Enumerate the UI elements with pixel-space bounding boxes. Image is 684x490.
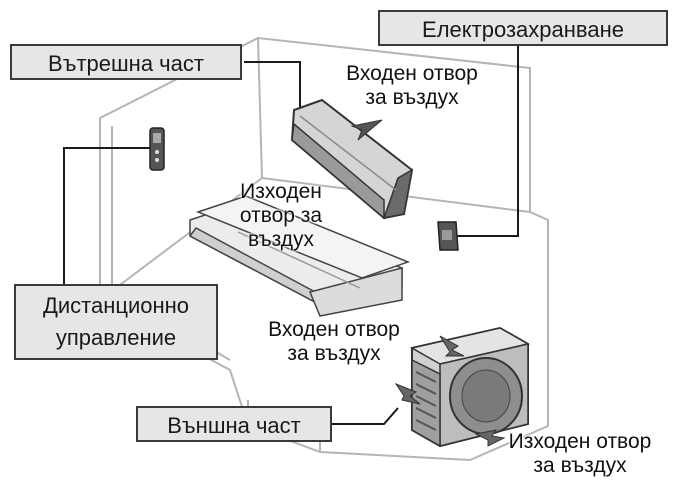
- indoor-outlet-airflow: [188, 195, 411, 317]
- outdoor-air-inlet-note: Входен отвор за въздух: [236, 318, 432, 366]
- outdoor-condenser-unit-icon: [409, 326, 531, 448]
- remote-control-holder-icon: [149, 127, 165, 171]
- outdoor-air-outlet-line1: Изходен отвор: [508, 430, 652, 453]
- indoor-air-inlet-note: Входен отвор за въздух: [314, 62, 510, 110]
- indoor-air-outlet-line1: Изходен: [240, 180, 322, 203]
- outdoor-air-inlet-line1: Входен отвор: [268, 318, 400, 341]
- outdoor-unit-label: Външна част: [136, 406, 332, 442]
- remote-control-label: Дистанционно управление: [14, 284, 218, 360]
- indoor-air-inlet-line1: Входен отвор: [346, 62, 478, 85]
- outdoor-airflow-arrows: [394, 335, 506, 447]
- outdoor-air-inlet-line2: за въздух: [287, 342, 381, 365]
- outdoor-air-outlet-line2: за въздух: [533, 454, 627, 477]
- power-socket-icon: [437, 221, 459, 251]
- indoor-inlet-arrow: [350, 119, 383, 141]
- indoor-unit-label: Вътрешна част: [10, 44, 242, 80]
- indoor-air-outlet-line3: въздух: [247, 228, 314, 251]
- indoor-air-outlet-note: Изходен отвор за въздух: [226, 180, 336, 252]
- remote-control-label-line1: Дистанционно: [42, 293, 190, 318]
- leader-lines: [63, 44, 519, 425]
- indoor-air-inlet-line2: за въздух: [365, 86, 459, 109]
- remote-control-label-line2: управление: [55, 325, 177, 350]
- outdoor-air-outlet-note: Изходен отвор за въздух: [482, 430, 678, 478]
- power-supply-label: Електрозахранване: [378, 10, 668, 46]
- wall-mounted-indoor-unit-icon: [290, 98, 414, 220]
- indoor-air-outlet-line2: отвор за: [239, 204, 323, 227]
